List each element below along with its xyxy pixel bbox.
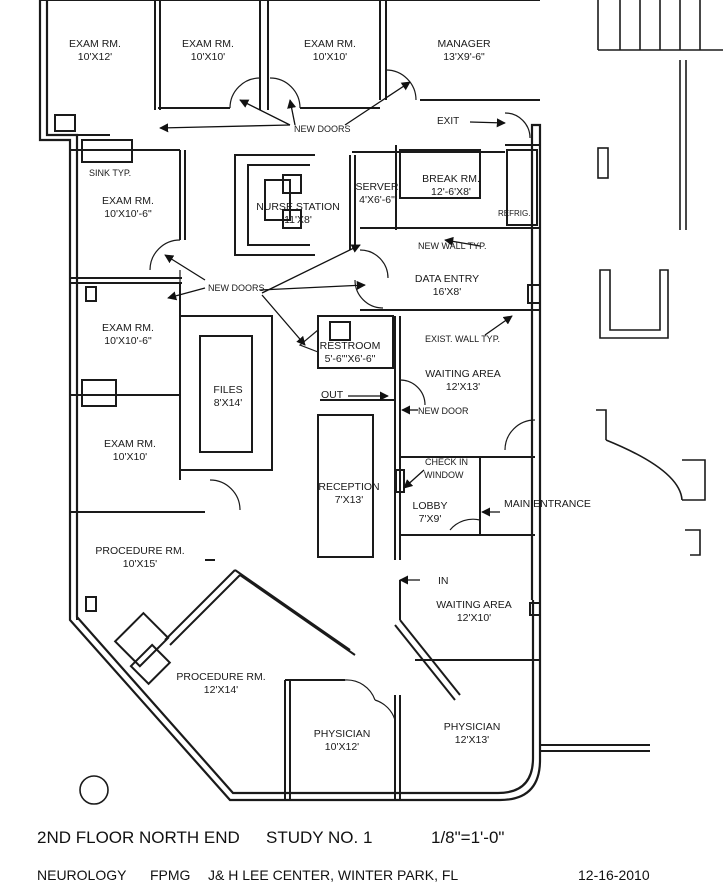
room-name: PHYSICIAN (443, 721, 501, 733)
room-dimension: 12'X13' (445, 381, 481, 394)
note-sink: SINK TYP. (89, 168, 132, 178)
note-new-doors-top: NEW DOORS (294, 124, 351, 134)
room-name: BREAK RM. (422, 173, 480, 185)
room-name: RESTROOM (319, 340, 381, 352)
room-dimension: 10'X10' (312, 51, 348, 64)
interior-walls (40, 0, 650, 800)
room-dimension: 10'X10'-6" (104, 335, 152, 348)
room-dimension: 12'X14' (203, 684, 239, 697)
room-dimension: 11'X8' (284, 214, 312, 227)
room-label: EXAM RM.10'X10' (182, 38, 234, 64)
room-dimension: 10'X12' (324, 741, 360, 754)
room-dimension: 12'X13' (454, 734, 490, 747)
note-exist-wall: EXIST. WALL TYP. (425, 334, 501, 344)
organization: FPMG (150, 867, 191, 883)
room-label: EXAM RM.10'X12' (69, 38, 121, 64)
department: NEUROLOGY (37, 867, 127, 883)
room-name: SERVER (355, 181, 399, 193)
room-name: FILES (213, 384, 243, 396)
room-name: PROCEDURE RM. (95, 545, 185, 557)
room-name: LOBBY (412, 500, 448, 512)
room-dimension: 10'X12' (77, 51, 113, 64)
location: J& H LEE CENTER, WINTER PARK, FL (208, 867, 459, 883)
room-name: EXAM RM. (102, 195, 154, 207)
annotation-arrows (159, 81, 513, 585)
room-dimension: 16'X8' (432, 286, 462, 299)
note-new-door: NEW DOOR (418, 406, 469, 416)
plan-title: 2ND FLOOR NORTH END (37, 828, 240, 847)
room-dimension: 12'-6'X8' (431, 186, 471, 199)
scale-note: 1/8"=1'-0" (431, 828, 505, 847)
room-dimension: 8'X14' (213, 397, 243, 410)
note-out: OUT (321, 389, 344, 401)
room-dimension: 13'X9'-6" (443, 51, 485, 64)
door-swings (149, 69, 536, 721)
room-label: BREAK RM.12'-6'X8' (422, 173, 480, 199)
room-name: NURSE STATION (256, 201, 340, 213)
room-label: EXAM RM.10'X10'-6" (102, 322, 154, 348)
exterior-walls (38, 0, 542, 802)
note-check-in-1: CHECK IN (425, 457, 469, 467)
room-name: PROCEDURE RM. (176, 671, 266, 683)
note-in: IN (438, 575, 449, 587)
room-name: EXAM RM. (102, 322, 154, 334)
room-label: PROCEDURE RM.12'X14' (176, 671, 265, 697)
room-name: EXAM RM. (104, 438, 156, 450)
room-dimension: 5'-6"'X6'-6" (324, 353, 376, 366)
note-new-wall: NEW WALL TYP. (418, 241, 487, 251)
room-dimension: 10'X15' (122, 558, 158, 571)
room-name: EXAM RM. (69, 38, 121, 50)
room-label: EXAM RM.10'X10' (304, 38, 356, 64)
room-name: PHYSICIAN (313, 728, 371, 740)
room-dimension: 7'X9' (418, 513, 442, 526)
room-label: PROCEDURE RM.10'X15' (95, 545, 184, 571)
room-name: DATA ENTRY (414, 273, 480, 285)
note-check-in-2: WINDOW (424, 470, 464, 480)
plan-date: 12-16-2010 (578, 867, 650, 883)
room-dimension: 7'X13' (334, 494, 364, 507)
study-number: STUDY NO. 1 (266, 828, 373, 847)
note-exit: EXIT (437, 116, 460, 127)
note-new-doors-mid: NEW DOORS (208, 283, 265, 293)
room-label: EXAM RM.10'X10'-6" (102, 195, 154, 221)
room-name: EXAM RM. (304, 38, 356, 50)
note-refrig: REFRIG. (498, 209, 531, 218)
note-main-entrance: MAIN ENTRANCE (504, 498, 591, 510)
room-dimension: 12'X10' (456, 612, 492, 625)
room-label: EXAM RM.10'X10' (104, 438, 156, 464)
room-name: RECEPTION (318, 481, 380, 493)
room-dimension: 10'X10'-6" (104, 208, 152, 221)
room-name: MANAGER (437, 38, 491, 50)
exterior-stair-and-structures (79, 0, 723, 805)
room-name: WAITING AREA (425, 368, 501, 380)
room-dimension: 10'X10' (190, 51, 226, 64)
room-dimension: 4'X6'-6" (359, 194, 395, 207)
room-dimension: 10'X10' (112, 451, 148, 464)
room-name: WAITING AREA (436, 599, 512, 611)
room-name: EXAM RM. (182, 38, 234, 50)
